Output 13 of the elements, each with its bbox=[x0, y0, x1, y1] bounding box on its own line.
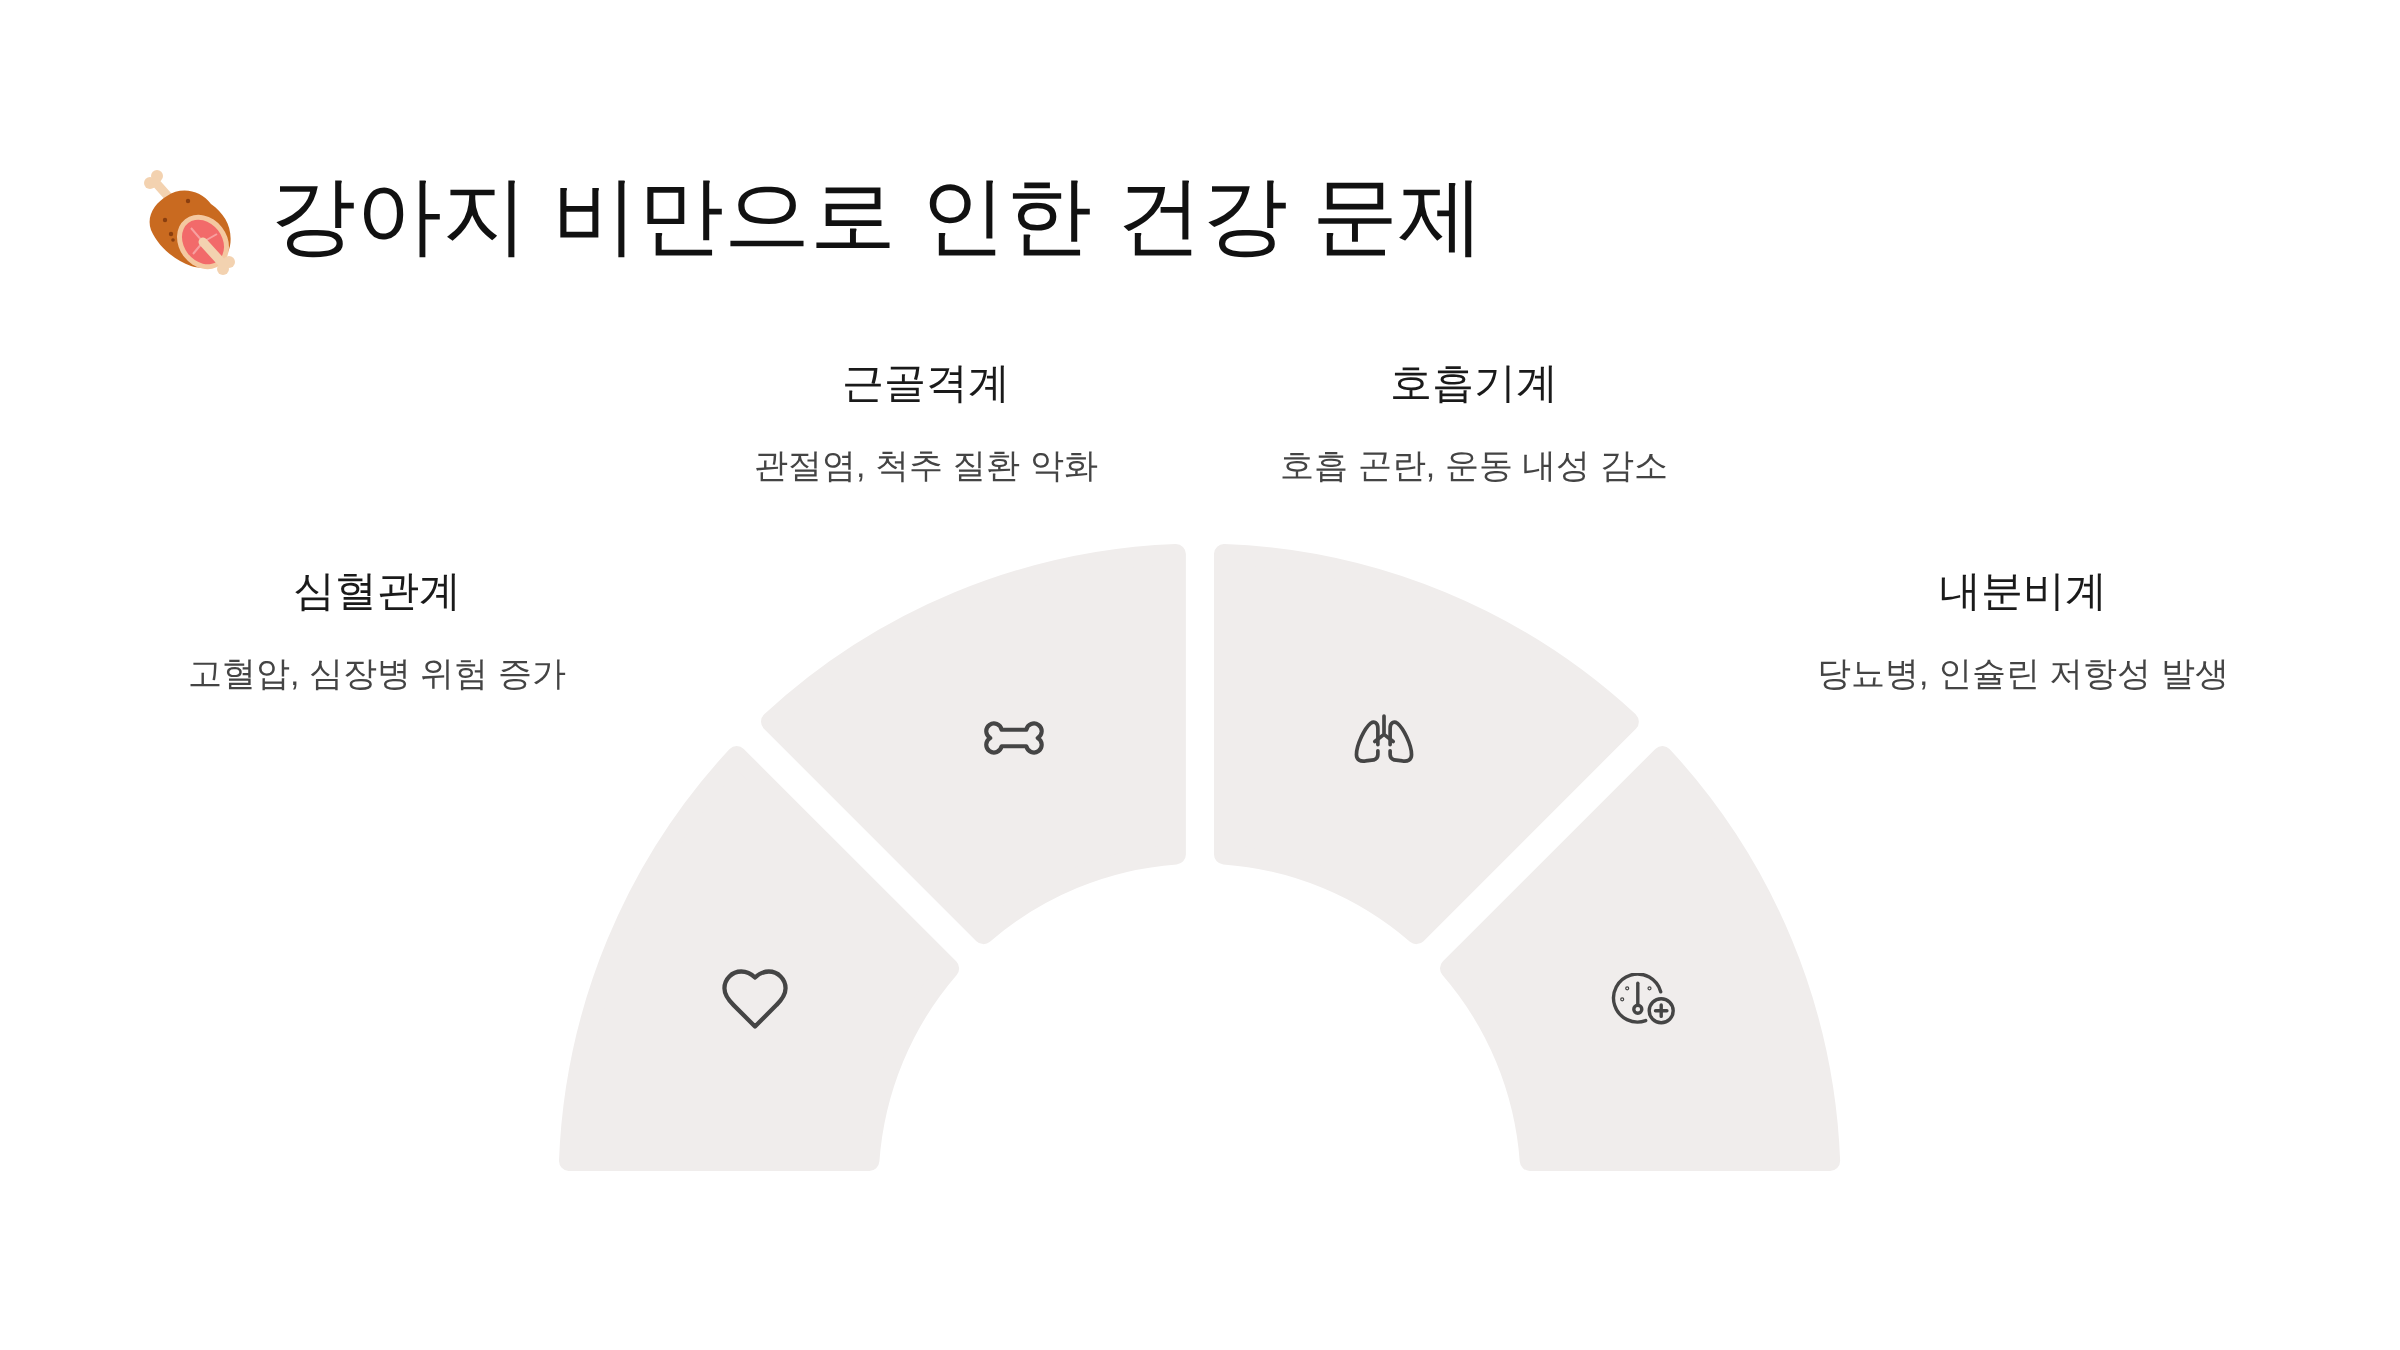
category-heading: 내분비계 bbox=[1939, 565, 2107, 616]
arc-segment bbox=[1440, 746, 1841, 1171]
arc-segment bbox=[761, 544, 1186, 945]
category-heading: 호흡기계 bbox=[1390, 357, 1558, 408]
page-title: 강아지 비만으로 인한 건강 문제 bbox=[270, 172, 1484, 258]
category-description: 호흡 곤란, 운동 내성 감소 bbox=[1280, 444, 1668, 486]
arc-segment bbox=[559, 746, 960, 1171]
category-description: 고혈압, 심장병 위험 증가 bbox=[188, 652, 566, 694]
arc-segment bbox=[1214, 544, 1639, 945]
category-description: 관절염, 척추 질환 악화 bbox=[754, 444, 1098, 486]
category-heading: 근골격계 bbox=[842, 357, 1010, 408]
category-heading: 심혈관계 bbox=[293, 565, 461, 616]
category-description: 당뇨병, 인슐린 저항성 발생 bbox=[1817, 652, 2229, 694]
